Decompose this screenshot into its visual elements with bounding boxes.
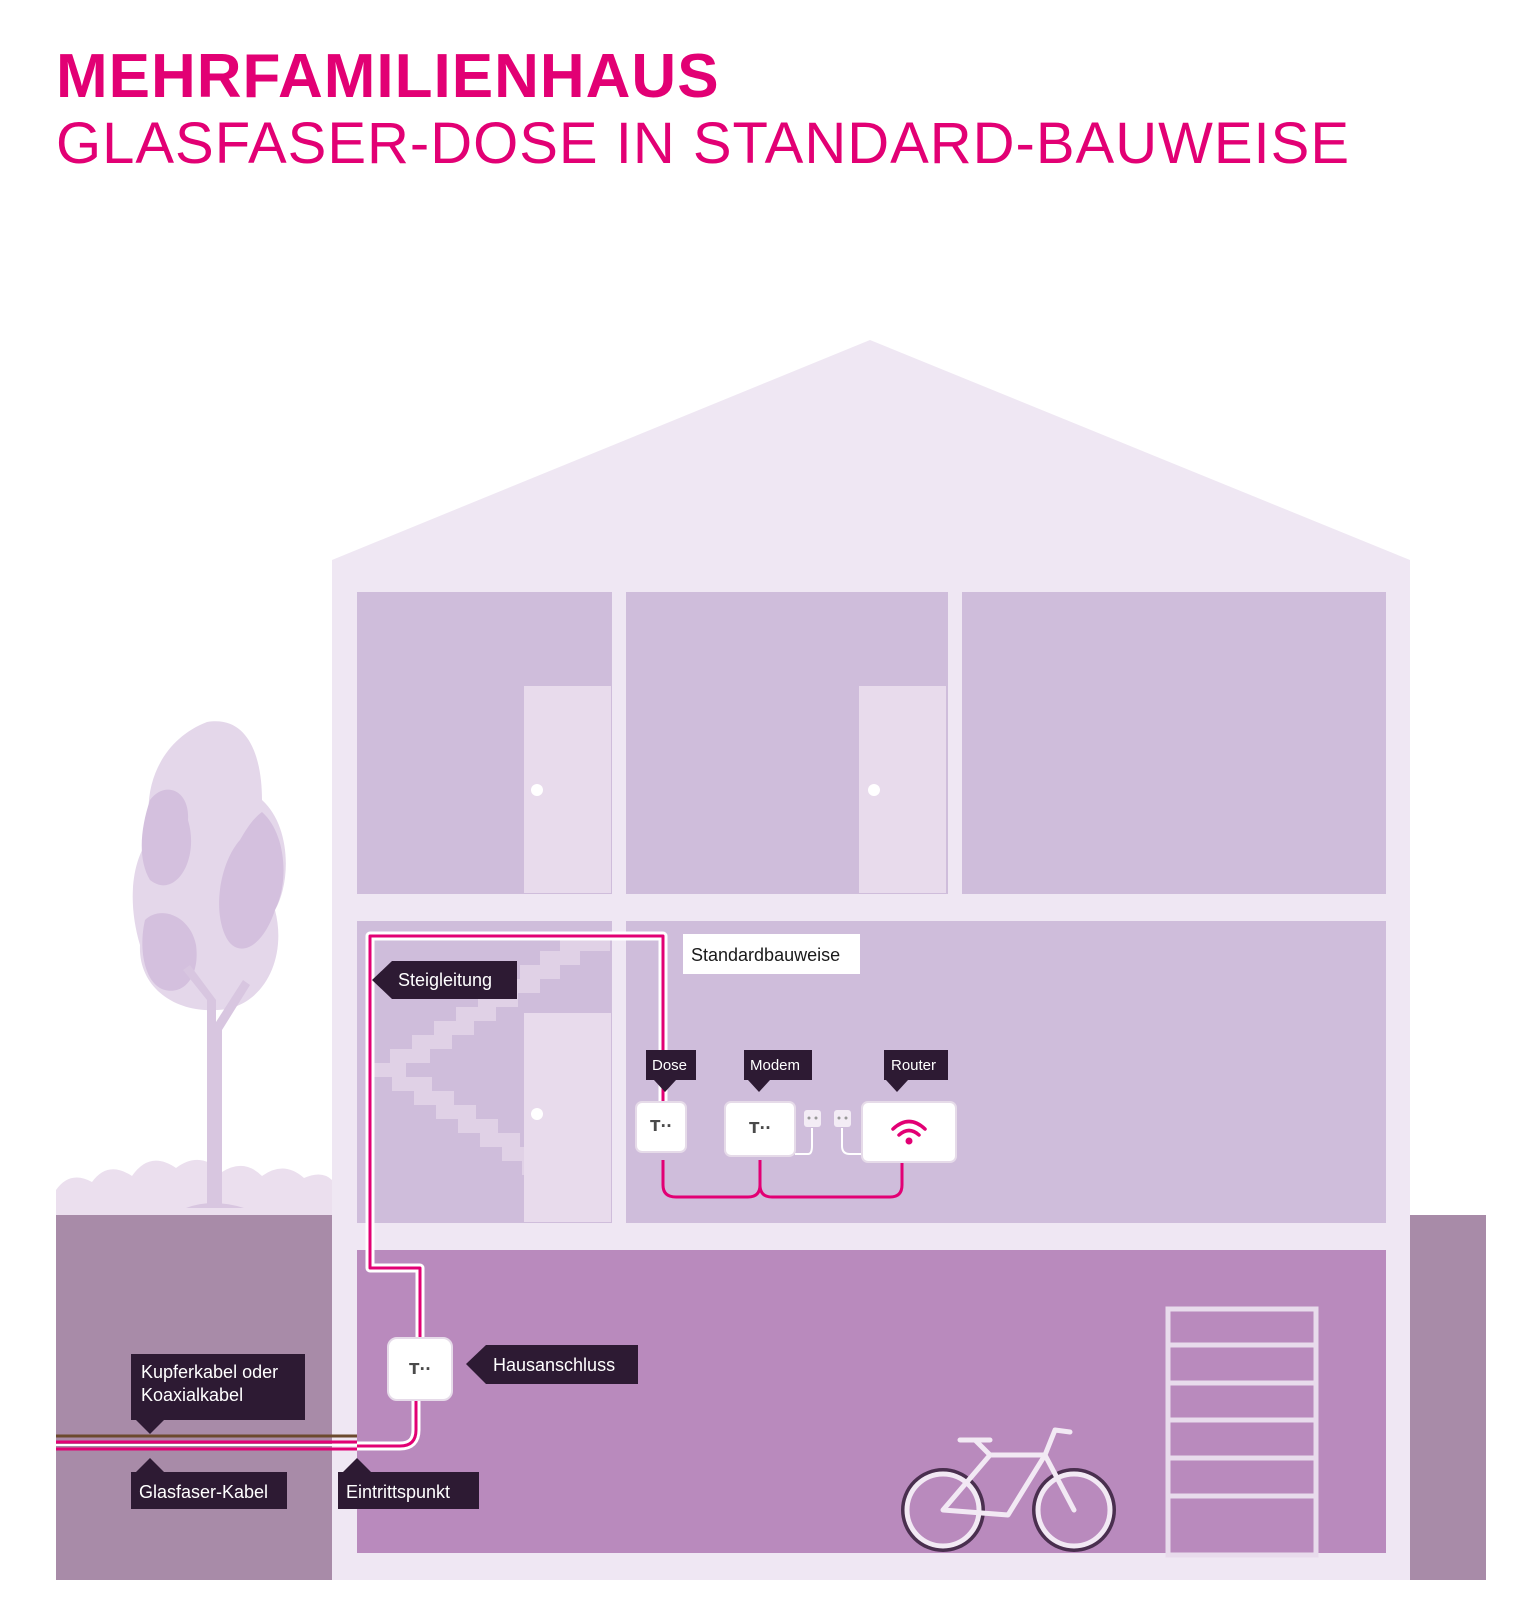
door-knob	[868, 784, 880, 796]
svg-text:Koaxialkabel: Koaxialkabel	[141, 1385, 243, 1405]
ground-right	[1410, 1215, 1486, 1580]
telekom-logo-icon: T··	[650, 1117, 672, 1135]
fiber-cable	[56, 1434, 357, 1451]
riser-line	[357, 931, 668, 1451]
svg-text:Kupferkabel oder: Kupferkabel oder	[141, 1362, 278, 1382]
label-steigleitung: Steigleitung	[372, 961, 517, 999]
modem-device: T··	[724, 1101, 796, 1157]
tree-icon	[132, 721, 286, 1208]
bicycle-icon	[901, 1427, 1116, 1552]
label-standardbauweise: Standardbauweise	[683, 934, 860, 974]
label-kupferkabel: Kupferkabel oder Koaxialkabel	[131, 1354, 305, 1434]
telekom-logo-icon: T··	[749, 1119, 771, 1137]
svg-text:Hausanschluss: Hausanschluss	[493, 1355, 615, 1375]
bushes	[56, 1159, 332, 1215]
power-socket-icon	[834, 1110, 851, 1127]
label-eintrittspunkt: Eintrittspunkt	[338, 1458, 479, 1509]
wifi-icon	[891, 1119, 927, 1137]
device-cables	[661, 1160, 904, 1199]
label-hausanschluss: Hausanschluss	[466, 1345, 638, 1384]
door-knob	[531, 784, 543, 796]
svg-text:Eintrittspunkt: Eintrittspunkt	[346, 1482, 450, 1502]
svg-text:Glasfaser-Kabel: Glasfaser-Kabel	[139, 1482, 268, 1502]
telekom-logo-icon: T··	[409, 1360, 431, 1378]
power-socket-icon	[804, 1110, 821, 1127]
room-top-right	[962, 592, 1386, 894]
roof	[332, 340, 1410, 560]
svg-text:Dose: Dose	[652, 1057, 687, 1074]
page-subtitle: GLASFASER-DOSE IN STANDARD-BAUWEISE	[56, 111, 1351, 176]
page-title: MEHRFAMILIENHAUS	[56, 42, 720, 111]
svg-text:Standardbauweise: Standardbauweise	[691, 945, 840, 965]
svg-text:Router: Router	[891, 1057, 936, 1074]
label-dose: Dose	[646, 1050, 696, 1092]
label-router: Router	[884, 1050, 948, 1092]
shelf-icon	[1165, 1306, 1319, 1558]
dose-device: T··	[635, 1101, 687, 1153]
label-glasfaser-kabel: Glasfaser-Kabel	[131, 1458, 287, 1509]
hausanschluss-device: T··	[387, 1337, 453, 1401]
basement	[357, 1250, 1386, 1553]
label-modem: Modem	[744, 1050, 812, 1092]
svg-text:Modem: Modem	[750, 1057, 800, 1074]
door-knob	[531, 1108, 543, 1120]
power-cables	[795, 1128, 862, 1155]
router-device	[861, 1101, 957, 1163]
svg-text:Steigleitung: Steigleitung	[398, 970, 492, 990]
